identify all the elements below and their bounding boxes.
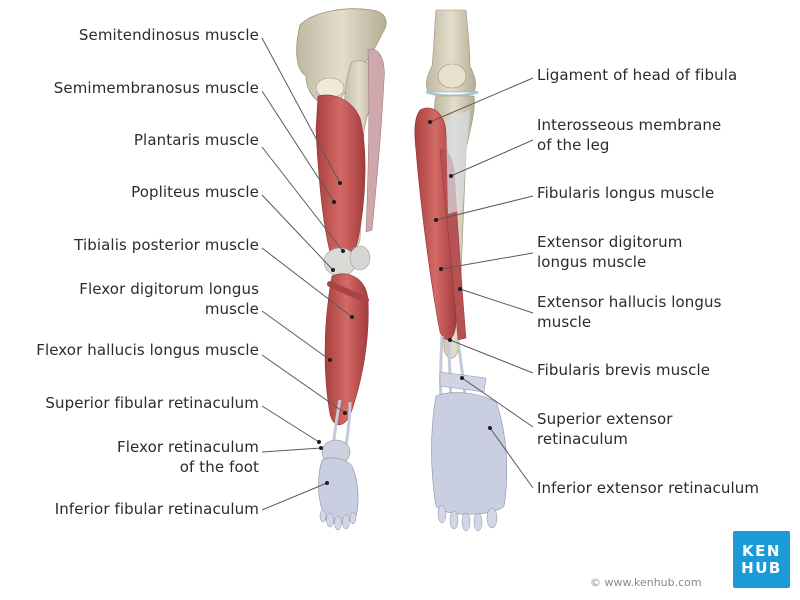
leader-extensor-hallucis-longus — [459, 288, 534, 314]
label-fibularis-longus-muscle: Fibularis longus muscle — [537, 184, 715, 202]
label-fibularis-brevis-muscle: Fibularis brevis muscle — [537, 361, 711, 379]
label-inferior-fibular-retinaculum: Inferior fibular retinaculum — [54, 500, 259, 518]
leader-semitendinosus-dot — [338, 181, 342, 185]
leader-interosseous-membrane-dot — [449, 174, 453, 178]
leader-extensor-digitorum-longus-dot — [439, 267, 443, 271]
leader-extensor-digitorum-longus — [440, 252, 534, 270]
label-ligament-of-head-of-fibula: Ligament of head of fibula — [537, 66, 738, 84]
label-plantaris-muscle: Plantaris muscle — [133, 131, 259, 149]
anterior-toes — [437, 504, 498, 532]
knee-condyles-lateral — [349, 245, 371, 271]
anterior-foot — [431, 392, 508, 515]
leader-interosseous-membrane — [450, 139, 534, 177]
leader-superior-fibular-retinaculum-dot — [317, 440, 321, 444]
leader-popliteus — [261, 194, 334, 271]
leader-fibularis-longus — [435, 195, 534, 221]
leader-fibularis-longus-dot — [434, 218, 438, 222]
deep-posterior-calf-muscles — [324, 273, 369, 426]
leader-popliteus-dot — [331, 268, 335, 272]
leader-superior-fibular-retinaculum — [261, 405, 320, 443]
leader-superior-extensor-retinaculum-dot — [460, 376, 464, 380]
anterior-leg — [414, 9, 508, 532]
leader-flexor-digitorum-longus-dot — [328, 358, 332, 362]
leader-ligament-head-fibula — [429, 77, 534, 123]
leader-inferior-extensor-retinaculum-dot — [488, 426, 492, 430]
label-inferior-extensor-retinaculum: Inferior extensor retinaculum — [537, 479, 760, 497]
knee-joint-cartilage — [425, 90, 479, 98]
label-semitendinosus-muscle: Semitendinosus muscle — [78, 26, 259, 44]
leader-ligament-head-fibula-dot — [428, 120, 432, 124]
leader-tibialis-posterior — [261, 247, 353, 318]
lateral-thigh-tendon — [365, 48, 385, 233]
kenhub-logo[interactable]: KEN HUB — [733, 531, 790, 588]
leader-lines — [261, 37, 534, 511]
leader-superior-extensor-retinaculum — [461, 377, 534, 428]
leader-inferior-fibular-retinaculum-dot — [325, 481, 329, 485]
label-flexor-hallucis-longus-muscle: Flexor hallucis longus muscle — [36, 341, 259, 359]
popliteus-band — [327, 281, 369, 303]
leader-semitendinosus — [261, 37, 341, 184]
leader-semimembranosus-dot — [332, 200, 336, 204]
label-superior-fibular-retinaculum: Superior fibular retinaculum — [45, 394, 259, 412]
patella — [437, 63, 467, 89]
copyright-text: © www.kenhub.com — [590, 576, 702, 589]
label-tibialis-posterior-muscle: Tibialis posterior muscle — [74, 236, 259, 254]
leader-inferior-fibular-retinaculum — [261, 482, 328, 511]
leader-plantaris — [261, 146, 344, 252]
leader-plantaris-dot — [341, 249, 345, 253]
interosseous-membrane — [446, 110, 470, 214]
leader-flexor-retinaculum — [261, 447, 322, 453]
logo-line-2: HUB — [741, 558, 782, 577]
leader-flexor-hallucis-longus — [261, 354, 346, 414]
leader-fibularis-brevis — [449, 339, 534, 374]
hamstring-muscles — [315, 94, 366, 263]
leader-extensor-hallucis-longus-dot — [458, 287, 462, 291]
label-semimembranosus-muscle: Semimembranosus muscle — [53, 79, 259, 97]
leader-tibialis-posterior-dot — [350, 315, 354, 319]
logo-line-1: KEN — [742, 541, 781, 560]
posterior-toes — [319, 509, 357, 531]
leader-flexor-retinaculum-dot — [319, 446, 323, 450]
superior-extensor-retinaculum-band — [439, 371, 487, 393]
leader-flexor-digitorum-longus — [261, 310, 331, 361]
leader-inferior-extensor-retinaculum — [489, 427, 534, 489]
leader-semimembranosus — [261, 90, 335, 203]
posterior-leg — [296, 8, 387, 531]
leader-fibularis-brevis-dot — [448, 338, 452, 342]
label-popliteus-muscle: Popliteus muscle — [131, 183, 259, 201]
leader-flexor-hallucis-longus-dot — [343, 411, 347, 415]
